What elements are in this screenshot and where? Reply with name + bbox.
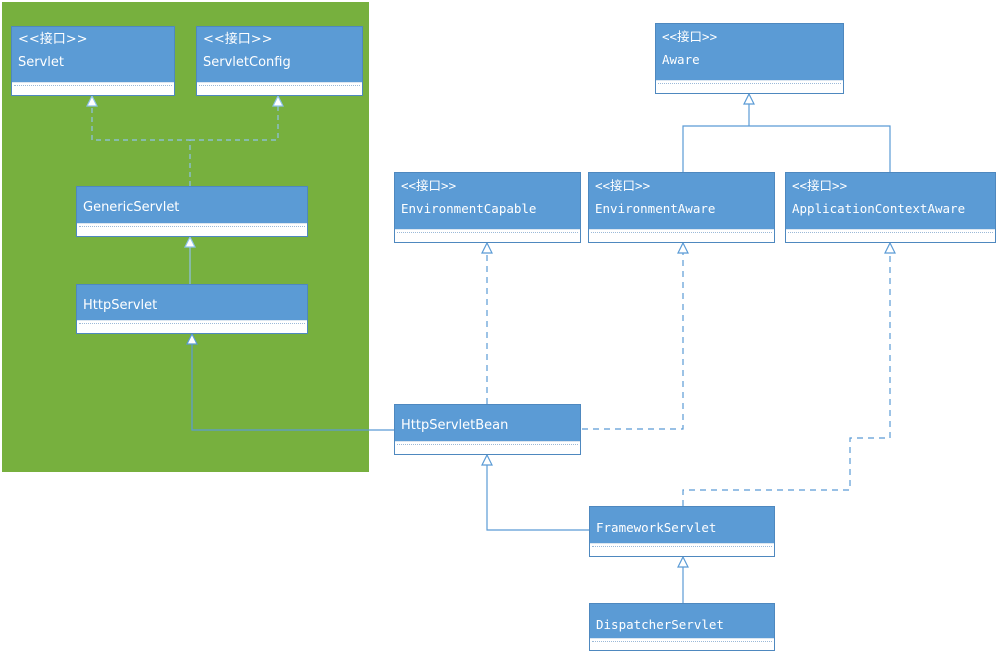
class-box-servletconfig[interactable]: <<接口>> ServletConfig: [196, 26, 363, 96]
framework-to-bean-line: [486, 455, 589, 531]
member-compartment: [590, 543, 774, 556]
framework-to-appctx-line: [682, 243, 891, 506]
member-compartment: [77, 320, 307, 333]
class-box-environmentaware[interactable]: <<接口>> EnvironmentAware: [588, 172, 775, 243]
class-box-httpservlet[interactable]: HttpServlet: [76, 284, 308, 334]
member-compartment: [395, 441, 580, 454]
stereotype-label: <<接口>>: [595, 178, 651, 193]
generic-to-servlet-line: [91, 96, 191, 186]
class-box-httpservletbean[interactable]: HttpServletBean: [394, 404, 581, 455]
class-name: EnvironmentAware: [595, 201, 716, 216]
class-box-dispatcherservlet[interactable]: DispatcherServlet: [589, 603, 775, 651]
stereotype-label: <<接口>>: [401, 178, 457, 193]
stereotype-label: <<接口>>: [662, 29, 718, 44]
class-box-environmentcapable[interactable]: <<接口>> EnvironmentCapable: [394, 172, 581, 243]
class-name: Servlet: [18, 55, 64, 70]
class-name: ServletConfig: [203, 55, 291, 70]
arrowhead-servletconfig: [272, 94, 284, 107]
member-compartment: [197, 82, 362, 95]
arrowhead-bean: [481, 453, 493, 466]
class-name: ApplicationContextAware: [792, 201, 966, 216]
class-box-servlet[interactable]: <<接口>> Servlet: [11, 26, 175, 96]
class-name: EnvironmentCapable: [401, 201, 537, 216]
class-name: FrameworkServlet: [596, 520, 717, 535]
stereotype-label: <<接口>>: [792, 178, 848, 193]
member-compartment: [395, 229, 580, 242]
class-name: DispatcherServlet: [596, 617, 724, 632]
member-compartment: [77, 223, 307, 236]
arrowhead-envaware: [677, 241, 689, 254]
bean-to-httpservlet-line: [191, 334, 397, 431]
envaware-to-aware-line: [682, 125, 891, 172]
generic-to-servletconfig-line: [190, 96, 279, 141]
class-box-genericservlet[interactable]: GenericServlet: [76, 186, 308, 237]
class-name: HttpServletBean: [401, 418, 509, 433]
stereotype-label: <<接口>>: [203, 32, 273, 47]
class-box-aware[interactable]: <<接口>> Aware: [655, 23, 844, 94]
class-box-frameworkservlet[interactable]: FrameworkServlet: [589, 506, 775, 557]
member-compartment: [656, 80, 843, 93]
bean-to-envaware-line: [582, 243, 684, 430]
stereotype-label: <<接口>>: [18, 32, 88, 47]
arrowhead-envcapable: [481, 241, 493, 254]
member-compartment: [786, 229, 995, 242]
arrowhead-httpservlet: [186, 332, 198, 345]
class-box-applicationcontextaware[interactable]: <<接口>> ApplicationContextAware: [785, 172, 996, 243]
arrowhead-appctx: [884, 241, 896, 254]
arrowhead-aware: [743, 92, 755, 105]
arrowhead-generic: [184, 235, 196, 248]
arrowhead-servlet: [86, 94, 98, 107]
class-name: HttpServlet: [83, 298, 158, 313]
arrowhead-framework: [677, 555, 689, 568]
class-name: Aware: [662, 52, 700, 67]
member-compartment: [590, 638, 774, 650]
member-compartment: [589, 229, 774, 242]
class-name: GenericServlet: [83, 200, 180, 215]
member-compartment: [12, 82, 174, 95]
